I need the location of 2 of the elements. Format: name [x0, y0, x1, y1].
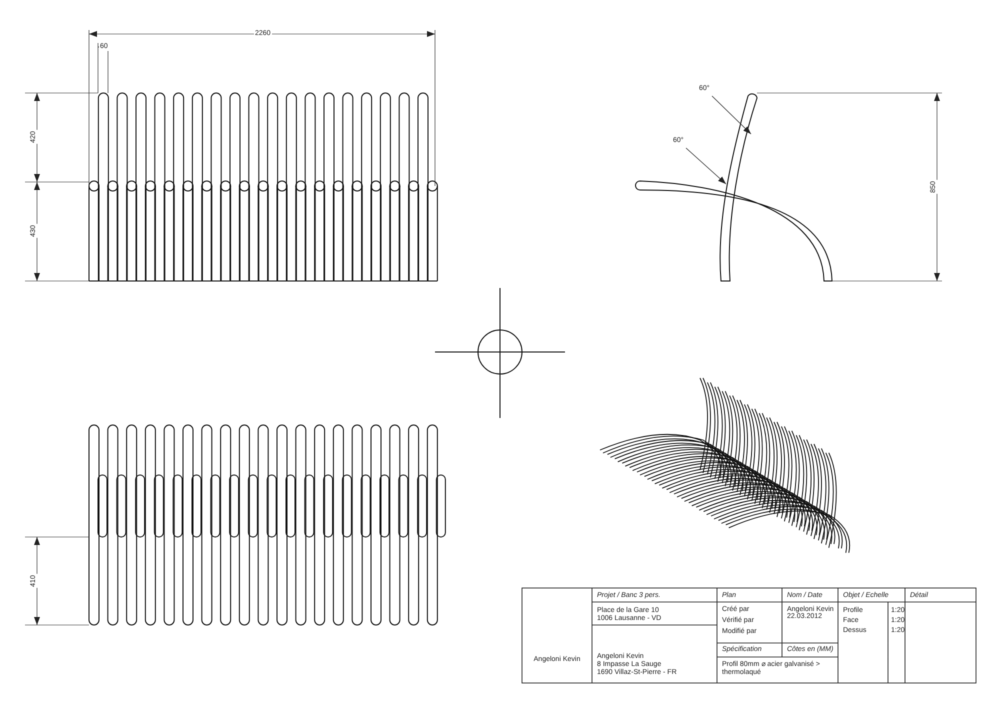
leader-line [712, 96, 752, 134]
leader-line [686, 148, 726, 184]
